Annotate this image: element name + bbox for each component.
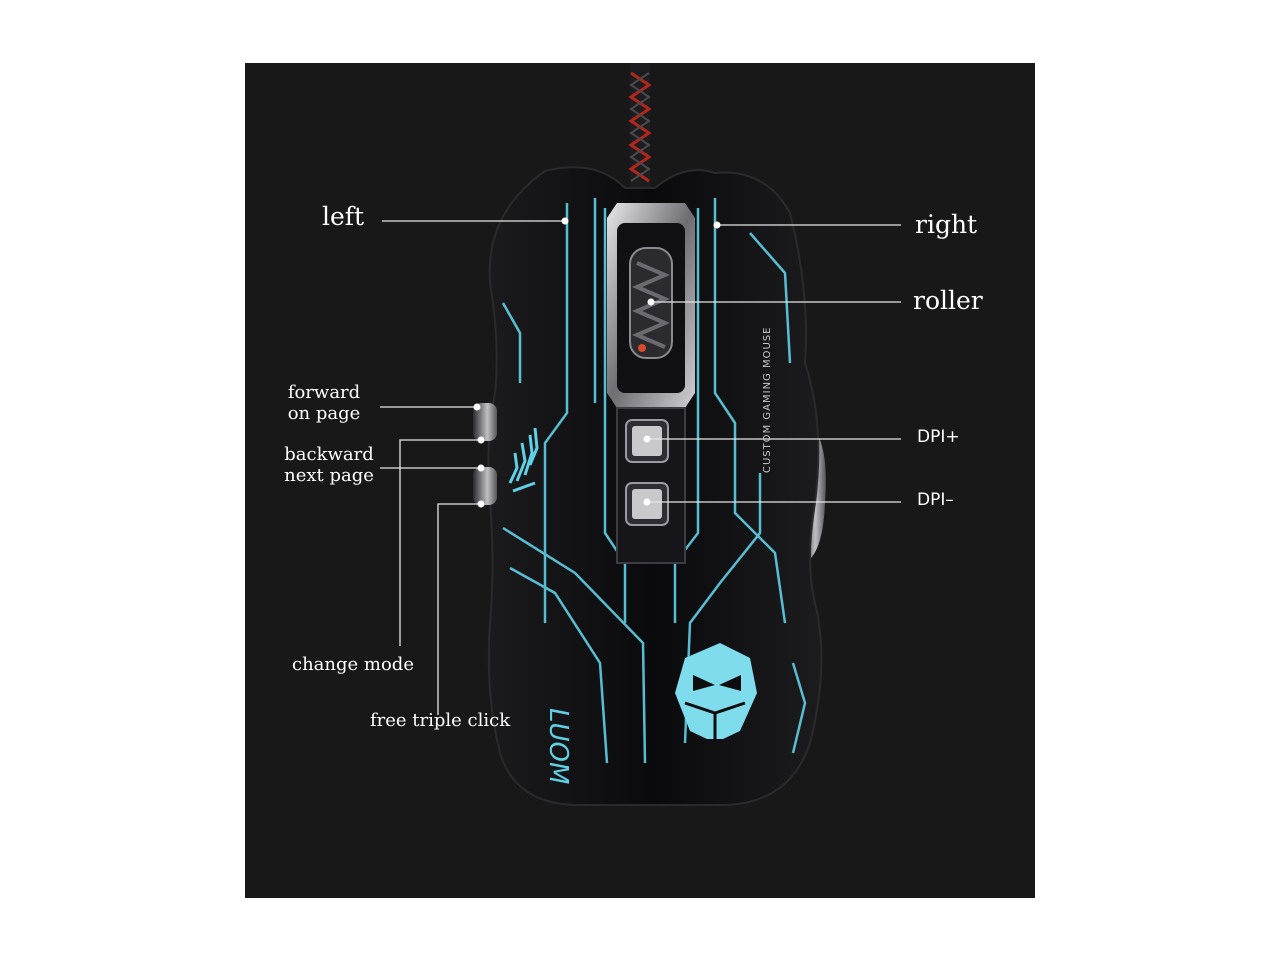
mouse-illustration: CUSTOM GAMING MOUSE LUOM [380, 63, 901, 806]
label-forward-line2: on page [287, 402, 361, 424]
label-dpi-plus: DPI+ [917, 427, 960, 447]
label-roller: roller [913, 286, 983, 315]
label-change-mode: change mode [292, 654, 414, 675]
leader-dots [473, 217, 721, 508]
label-dpi-minus: DPI– [917, 490, 954, 510]
brand-print-text: LUOM [543, 708, 573, 784]
label-forward-line1: forward [287, 382, 361, 403]
braided-cable [628, 63, 652, 188]
side-print-text: CUSTOM GAMING MOUSE [762, 327, 773, 474]
forward-button[interactable] [473, 403, 497, 441]
product-panel: CUSTOM GAMING MOUSE LUOM left right roll… [245, 63, 1035, 898]
label-forward: forward on page [285, 382, 363, 424]
backward-button[interactable] [473, 467, 497, 505]
glow-lines [501, 198, 807, 764]
label-backward-line2: next page [284, 464, 374, 486]
label-left: left [322, 202, 365, 231]
side-logo [508, 427, 539, 493]
ninja-logo [675, 643, 757, 739]
label-right: right [915, 210, 978, 239]
label-free-triple-click: free triple click [370, 710, 511, 731]
label-backward: backward next page [283, 444, 375, 486]
leader-lines [380, 220, 901, 715]
side-buttons [473, 403, 497, 505]
label-backward-line1: backward [284, 444, 374, 465]
